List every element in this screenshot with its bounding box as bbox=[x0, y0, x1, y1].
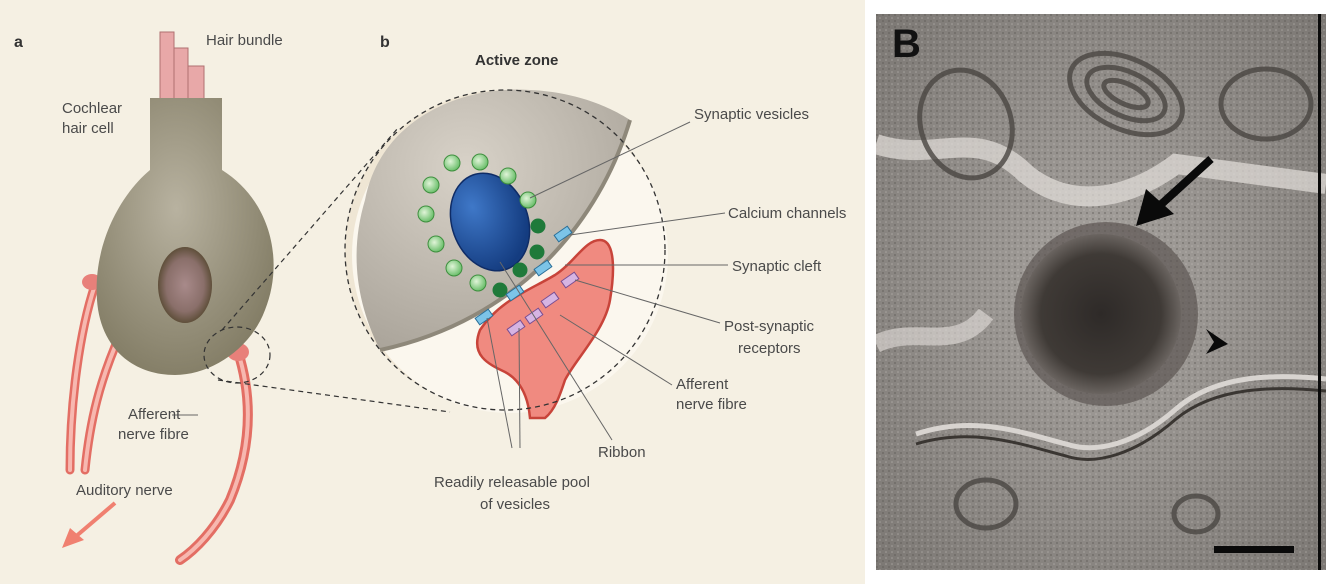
post-synaptic-receptors bbox=[506, 271, 580, 337]
label-active-zone: Active zone bbox=[475, 52, 559, 69]
auditory-nerve-arrow bbox=[62, 501, 117, 548]
arrow-marker bbox=[1136, 156, 1214, 226]
arrowhead-marker bbox=[1206, 329, 1228, 354]
label-calcium-channels: Calcium channels bbox=[728, 205, 847, 222]
label-afferent-b-2: nerve fibre bbox=[676, 396, 747, 413]
synaptic-ribbon-body bbox=[1021, 234, 1181, 394]
micrograph-svg bbox=[876, 14, 1326, 570]
electron-micrograph: B bbox=[876, 14, 1326, 570]
panel-letter-B: B bbox=[892, 22, 921, 66]
illustration-panel: a b Hair bundle Cochlear hair cell Affer… bbox=[0, 0, 865, 584]
afferent-terminal bbox=[475, 238, 615, 420]
ribbon-body bbox=[449, 172, 531, 272]
panel-letter-a: a bbox=[14, 34, 23, 51]
label-readily-2: of vesicles bbox=[480, 496, 551, 513]
label-auditory-nerve: Auditory nerve bbox=[76, 482, 173, 499]
label-afferent-a-2: nerve fibre bbox=[118, 426, 189, 443]
panel-letter-b: b bbox=[380, 34, 390, 51]
label-cochlear-1: Cochlear bbox=[62, 100, 123, 117]
cochlear-hair-cell bbox=[96, 98, 274, 375]
label-synaptic-vesicles: Synaptic vesicles bbox=[694, 106, 810, 123]
label-synaptic-cleft: Synaptic cleft bbox=[732, 258, 822, 275]
scale-bar bbox=[1214, 546, 1294, 553]
label-post-synaptic-2: receptors bbox=[738, 340, 801, 357]
cell-nucleus bbox=[158, 247, 212, 323]
label-afferent-a-1: Afferent bbox=[128, 406, 181, 423]
label-post-synaptic-1: Post-synaptic bbox=[724, 318, 815, 335]
illustration-svg bbox=[62, 31, 728, 565]
synaptic-vesicles bbox=[417, 153, 546, 298]
hair-bundle bbox=[159, 31, 205, 101]
label-ribbon: Ribbon bbox=[598, 444, 646, 461]
label-afferent-b-1: Afferent bbox=[676, 376, 729, 393]
label-hair-bundle: Hair bundle bbox=[206, 32, 283, 49]
calcium-channels bbox=[474, 225, 573, 326]
label-cochlear-2: hair cell bbox=[62, 120, 114, 137]
active-zone-circle bbox=[344, 89, 668, 420]
label-readily-1: Readily releasable pool bbox=[434, 474, 590, 491]
leader-lines bbox=[172, 121, 728, 449]
